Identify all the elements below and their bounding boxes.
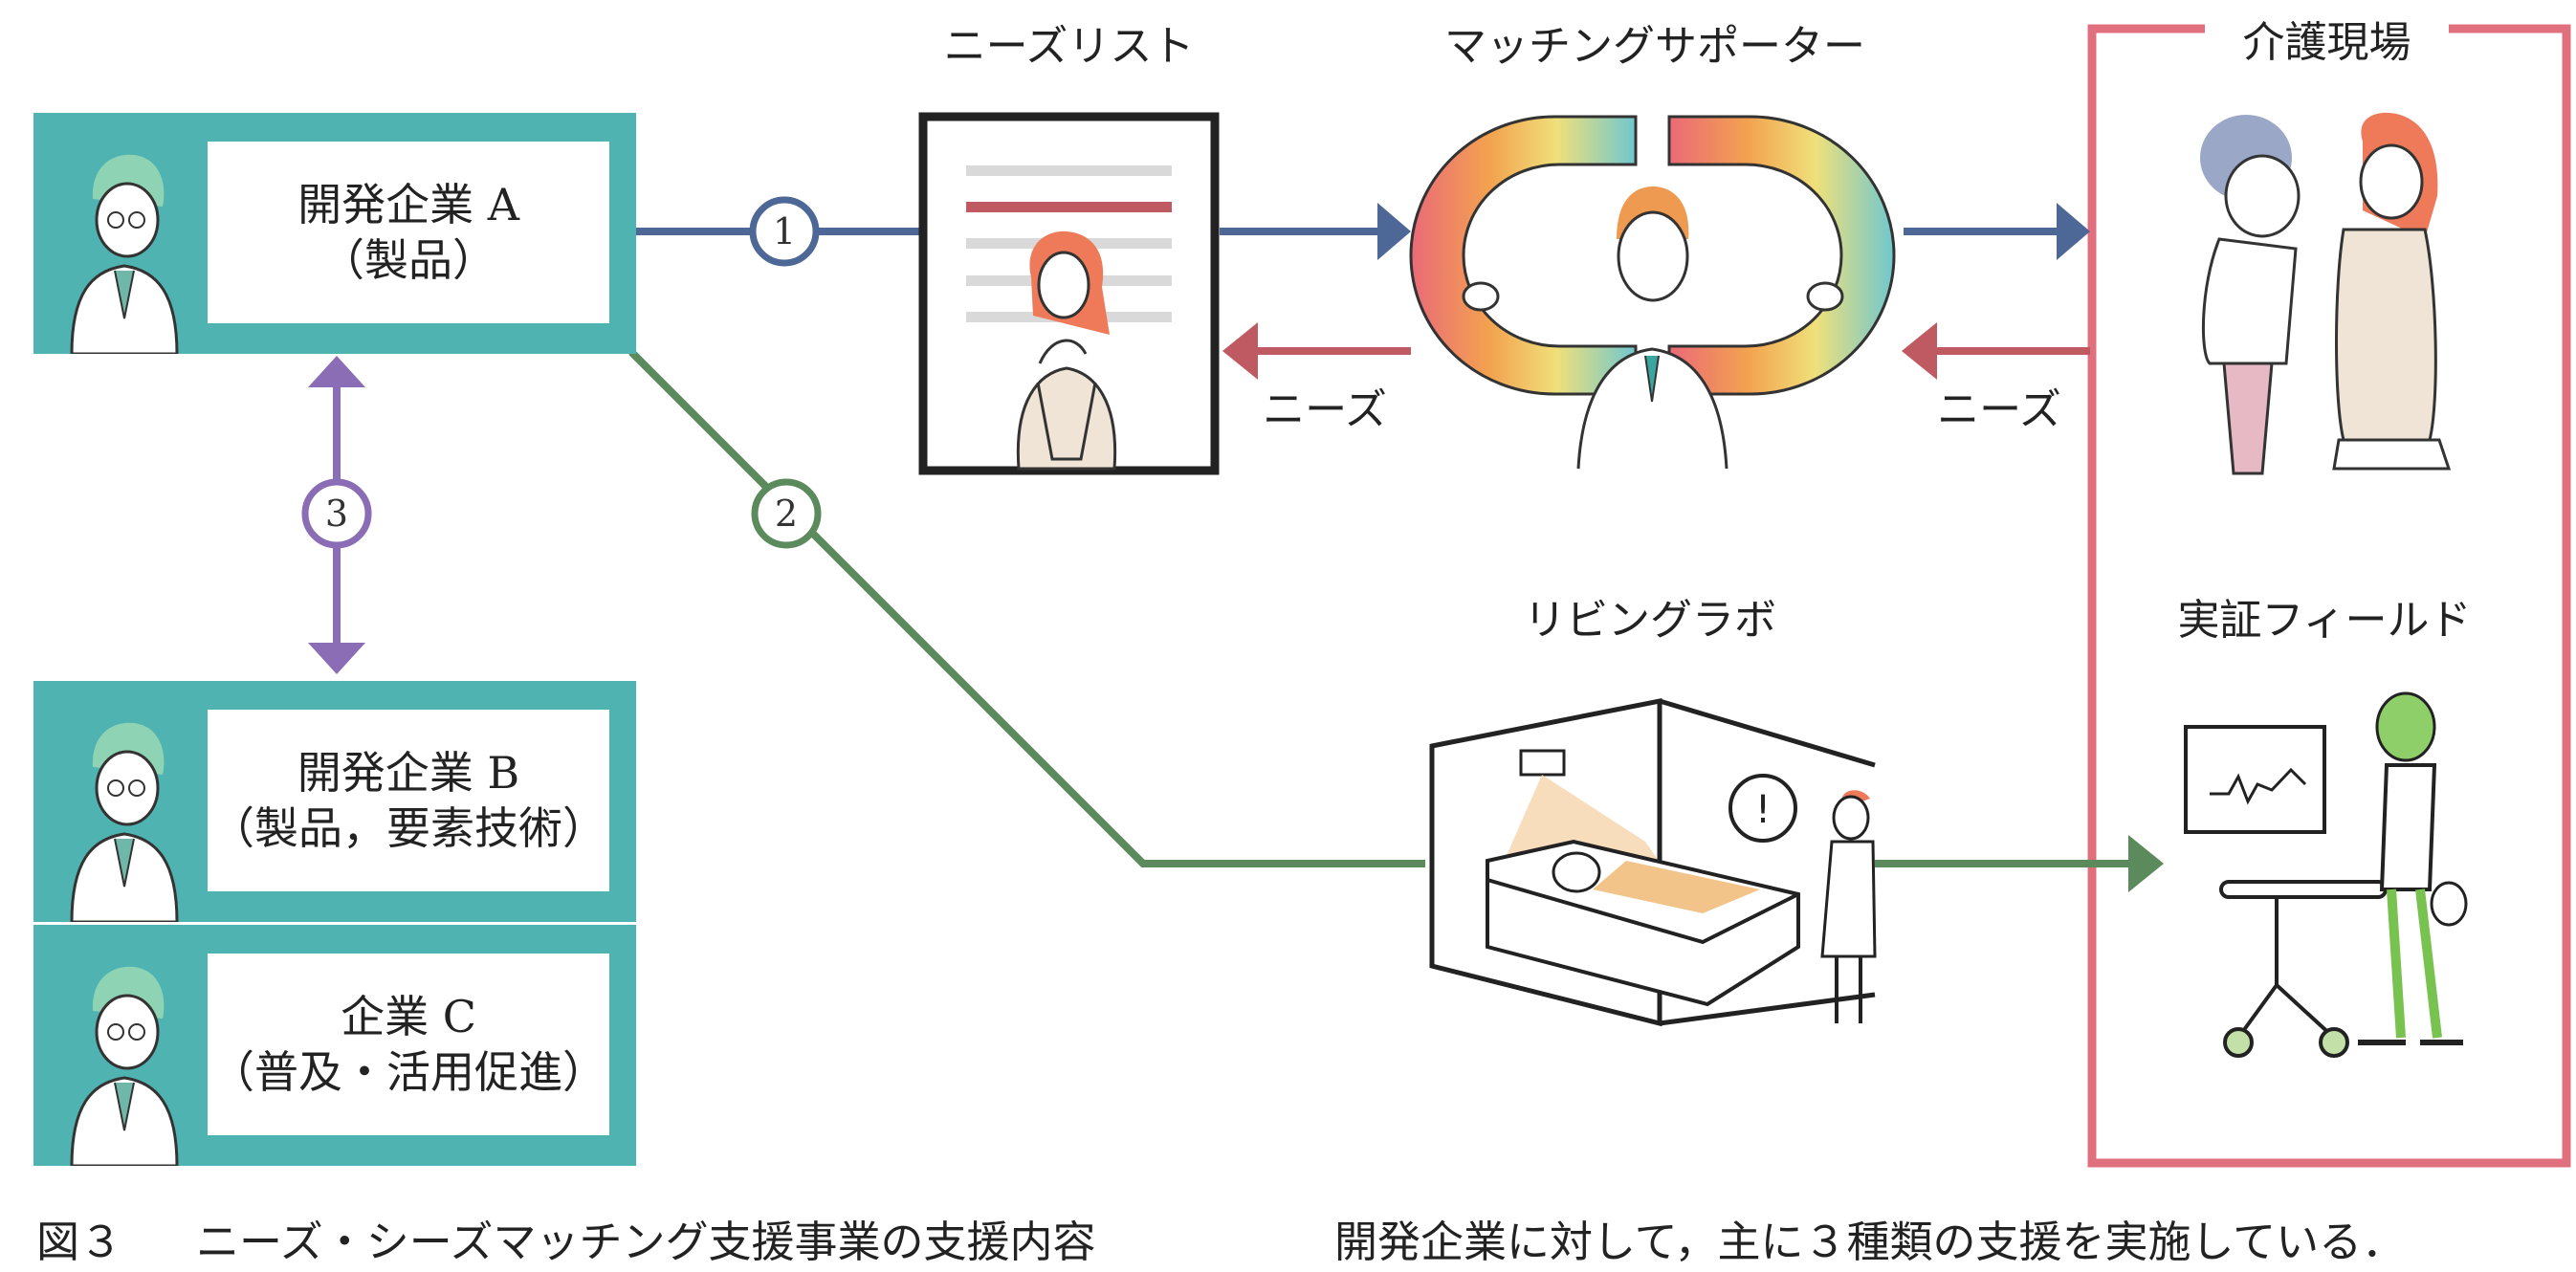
developer-avatar-c	[70, 966, 179, 1166]
company-a-label-box: 開発企業 A （製品）	[208, 142, 609, 323]
field-illustration	[2184, 691, 2468, 1058]
living-lab-illustration: !	[1429, 697, 1877, 1027]
supporter-to-care-arrowhead	[2057, 203, 2090, 260]
company-b-sub: （製品，要素技術）	[210, 802, 606, 854]
list-to-supporter-arrowhead	[1377, 203, 1411, 260]
matching-supporter-label: マッチングサポーター	[1444, 22, 1865, 71]
needs-list-document	[918, 112, 1220, 475]
step-number-1: 1	[773, 210, 796, 252]
needs-list-label: ニーズリスト	[943, 22, 1195, 71]
field-label: 実証フィールド	[2177, 596, 2472, 645]
needs-label-right: ニーズ	[1937, 385, 2061, 434]
lab-to-field-arrowhead	[2128, 835, 2164, 892]
care-site-frame	[2087, 24, 2571, 1168]
developer-avatar-b	[70, 722, 179, 922]
company-a-sub: （製品）	[320, 234, 496, 286]
care-site-label: 介護現場	[2210, 8, 2444, 69]
developer-avatar-a	[70, 154, 179, 354]
step-marker-1: 1	[749, 196, 820, 267]
company-b-card: 開発企業 B （製品，要素技術）	[33, 681, 636, 922]
care-site-illustration	[2200, 112, 2452, 475]
step-marker-2: 2	[751, 478, 822, 549]
living-lab-label: リビングラボ	[1524, 596, 1776, 645]
company-c-card: 企業 C （普及・活用促進）	[33, 925, 636, 1166]
company-c-name: 企業 C	[341, 991, 476, 1042]
svg-text:!: !	[1755, 788, 1771, 832]
figure-number: 図３	[36, 1217, 123, 1267]
needs-to-supporter-arrowhead	[1902, 322, 1937, 380]
step-marker-3: 3	[301, 478, 372, 549]
company-b-name: 開発企業 B	[297, 747, 520, 799]
step-number-3: 3	[325, 493, 348, 535]
company-b-label-box: 開発企業 B （製品，要素技術）	[208, 710, 609, 891]
figure-title: ニーズ・シーズマッチング支援事業の支援内容	[196, 1217, 1096, 1267]
matching-supporter-illustration	[1409, 115, 1896, 470]
needs-to-list-arrowhead	[1222, 322, 1258, 380]
company-c-sub: （普及・活用促進）	[210, 1046, 606, 1098]
step-number-2: 2	[775, 493, 798, 535]
company-c-label-box: 企業 C （普及・活用促進）	[208, 954, 609, 1135]
step3-arrowhead-up	[308, 356, 365, 387]
company-a-name: 開発企業 A	[297, 179, 519, 230]
needs-label-left: ニーズ	[1263, 385, 1387, 434]
company-a-card: 開発企業 A （製品）	[33, 113, 636, 354]
step3-arrowhead-down	[308, 643, 365, 674]
figure-description: 開発企業に対して，主に３種類の支援を実施している．	[1334, 1217, 2406, 1267]
